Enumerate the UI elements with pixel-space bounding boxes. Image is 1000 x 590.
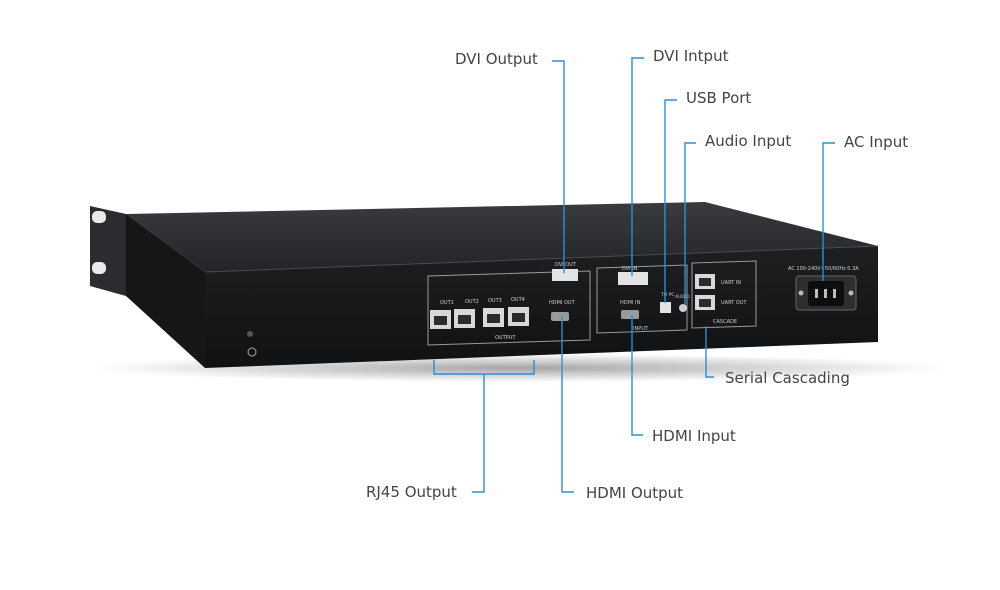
callout-ac-input: AC Input (844, 133, 909, 151)
out1-label: OUT1 (440, 300, 454, 306)
dvi-out-connector (552, 269, 578, 281)
hdmi-in-connector (621, 310, 639, 319)
cascade-module-label: CASCADE (713, 319, 737, 325)
output-module: OUT1 OUT2 OUT3 OUT4 DVI OUT HDMI OUT OUT… (427, 262, 591, 346)
out3-label: OUT3 (488, 298, 502, 304)
uart-in-label: UART IN (721, 280, 741, 286)
hdmi-in-label: HDMI IN (620, 300, 640, 306)
callout-serial-cascading: Serial Cascading (725, 369, 850, 387)
dvi-in-connector (618, 272, 648, 285)
chassis-side (126, 214, 205, 368)
callout-rj45-output: RJ45 Output (366, 483, 457, 501)
callout-hdmi-output: HDMI Output (586, 484, 684, 502)
to-pc-label: TO PC (660, 292, 675, 298)
hdmi-out-connector (551, 312, 569, 321)
callout-usb-port: USB Port (686, 89, 752, 107)
dvi-in-label: DVI IN (622, 266, 638, 272)
dvi-out-label: DVI OUT (555, 262, 577, 268)
callout-dvi-output: DVI Output (455, 50, 538, 68)
input-module-label: INPUT (633, 326, 649, 332)
callout-lines (433, 57, 835, 493)
usb-connector (660, 302, 671, 313)
cascade-module: UART IN UART OUT CASCADE (691, 260, 757, 329)
callout-hdmi-input: HDMI Input (652, 427, 736, 445)
rack-ear (90, 206, 126, 296)
output-module-label: OUTPUT (495, 335, 516, 341)
hdmi-out-label: HDMI OUT (549, 300, 576, 306)
audio-label: AUDIO (675, 294, 690, 300)
callout-dvi-input: DVI Intput (653, 47, 729, 65)
callout-audio-input: Audio Input (705, 132, 792, 150)
chassis-top (126, 202, 878, 272)
input-module: DVI IN HDMI IN TO PC AUDIO INPUT (596, 264, 690, 334)
audio-jack (679, 304, 687, 312)
uart-out-label: UART OUT (721, 300, 747, 306)
out2-label: OUT2 (465, 299, 479, 305)
ground-icon (247, 347, 257, 357)
out4-label: OUT4 (511, 297, 525, 303)
